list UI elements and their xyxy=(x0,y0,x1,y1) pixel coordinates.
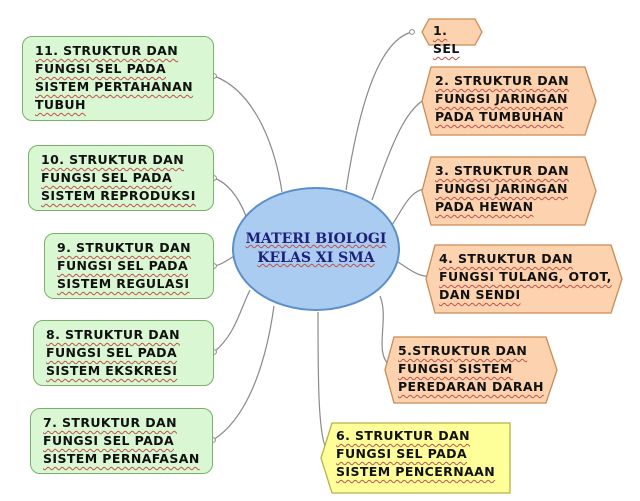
topic-2-jaringan-tumbuhan[interactable]: 2. STRUKTUR DAN FUNGSI JARINGAN PADA TUM… xyxy=(421,66,597,136)
connector-dot-t1 xyxy=(409,29,415,35)
topic-10-reproduksi[interactable]: 10. STRUKTUR DAN FUNGSI SEL PADA SISTEM … xyxy=(28,145,214,211)
central-ellipse xyxy=(232,187,400,311)
topic-8-ekskresi[interactable]: 8. STRUKTUR DAN FUNGSI SEL PADA SISTEM E… xyxy=(33,320,214,386)
connector-t8 xyxy=(213,289,251,353)
topic-1-sel[interactable]: 1. SEL xyxy=(421,18,483,56)
topic-1-shape xyxy=(421,18,483,46)
topic-7-pernafasan[interactable]: 7. STRUKTUR DAN FUNGSI SEL PADA SISTEM P… xyxy=(30,408,213,474)
topic-4-tulang-otot-sendi[interactable]: 4. STRUKTUR DAN FUNGSI TULANG, OTOT, DAN… xyxy=(425,244,623,314)
topic-6-label: 6. STRUKTUR DAN FUNGSI SEL PADA SISTEM P… xyxy=(336,428,496,479)
topic-4-label: 4. STRUKTUR DAN FUNGSI TULANG, OTOT, DAN… xyxy=(439,251,612,302)
connector-t11 xyxy=(213,75,283,193)
topic-4-shape xyxy=(425,244,623,314)
connector-t1 xyxy=(345,31,413,191)
topic-6-pencernaan[interactable]: 6. STRUKTUR DAN FUNGSI SEL PADA SISTEM P… xyxy=(320,422,512,494)
connector-t7 xyxy=(212,305,275,441)
topic-10-label: 10. STRUKTUR DAN FUNGSI SEL PADA SISTEM … xyxy=(41,152,196,203)
topic-3-label: 3. STRUKTUR DAN FUNGSI JARINGAN PADA HEW… xyxy=(435,163,569,214)
central-topic-title: MATERI BIOLOGI KELAS XI SMA xyxy=(245,231,387,266)
topic-9-regulasi[interactable]: 9. STRUKTUR DAN FUNGSI SEL PADA SISTEM R… xyxy=(44,233,214,299)
connector-t10 xyxy=(213,177,247,217)
topic-5-label: 5.STRUKTUR DAN FUNGSI SISTEM PEREDARAN D… xyxy=(398,343,544,394)
central-topic[interactable]: MATERI BIOLOGI KELAS XI SMA xyxy=(231,186,401,312)
topic-11-label: 11. STRUKTUR DAN FUNGSI SEL PADA SISTEM … xyxy=(35,43,194,112)
topic-5-peredaran-darah[interactable]: 5.STRUKTUR DAN FUNGSI SISTEM PEREDARAN D… xyxy=(384,336,558,404)
topic-1-label: 1. SEL xyxy=(433,23,460,56)
topic-8-label: 8. STRUKTUR DAN FUNGSI SEL PADA SISTEM E… xyxy=(46,327,180,378)
topic-3-shape xyxy=(421,156,597,226)
topic-11-pertahanan-tubuh[interactable]: 11. STRUKTUR DAN FUNGSI SEL PADA SISTEM … xyxy=(22,36,214,121)
topic-2-shape xyxy=(421,66,597,136)
topic-6-shape xyxy=(320,422,511,494)
topic-5-shape xyxy=(384,336,558,404)
topic-9-label: 9. STRUKTUR DAN FUNGSI SEL PADA SISTEM R… xyxy=(57,240,191,291)
topic-2-label: 2. STRUKTUR DAN FUNGSI JARINGAN PADA TUM… xyxy=(435,73,569,124)
topic-3-jaringan-hewan[interactable]: 3. STRUKTUR DAN FUNGSI JARINGAN PADA HEW… xyxy=(421,156,597,226)
topic-7-label: 7. STRUKTUR DAN FUNGSI SEL PADA SISTEM P… xyxy=(43,415,200,466)
